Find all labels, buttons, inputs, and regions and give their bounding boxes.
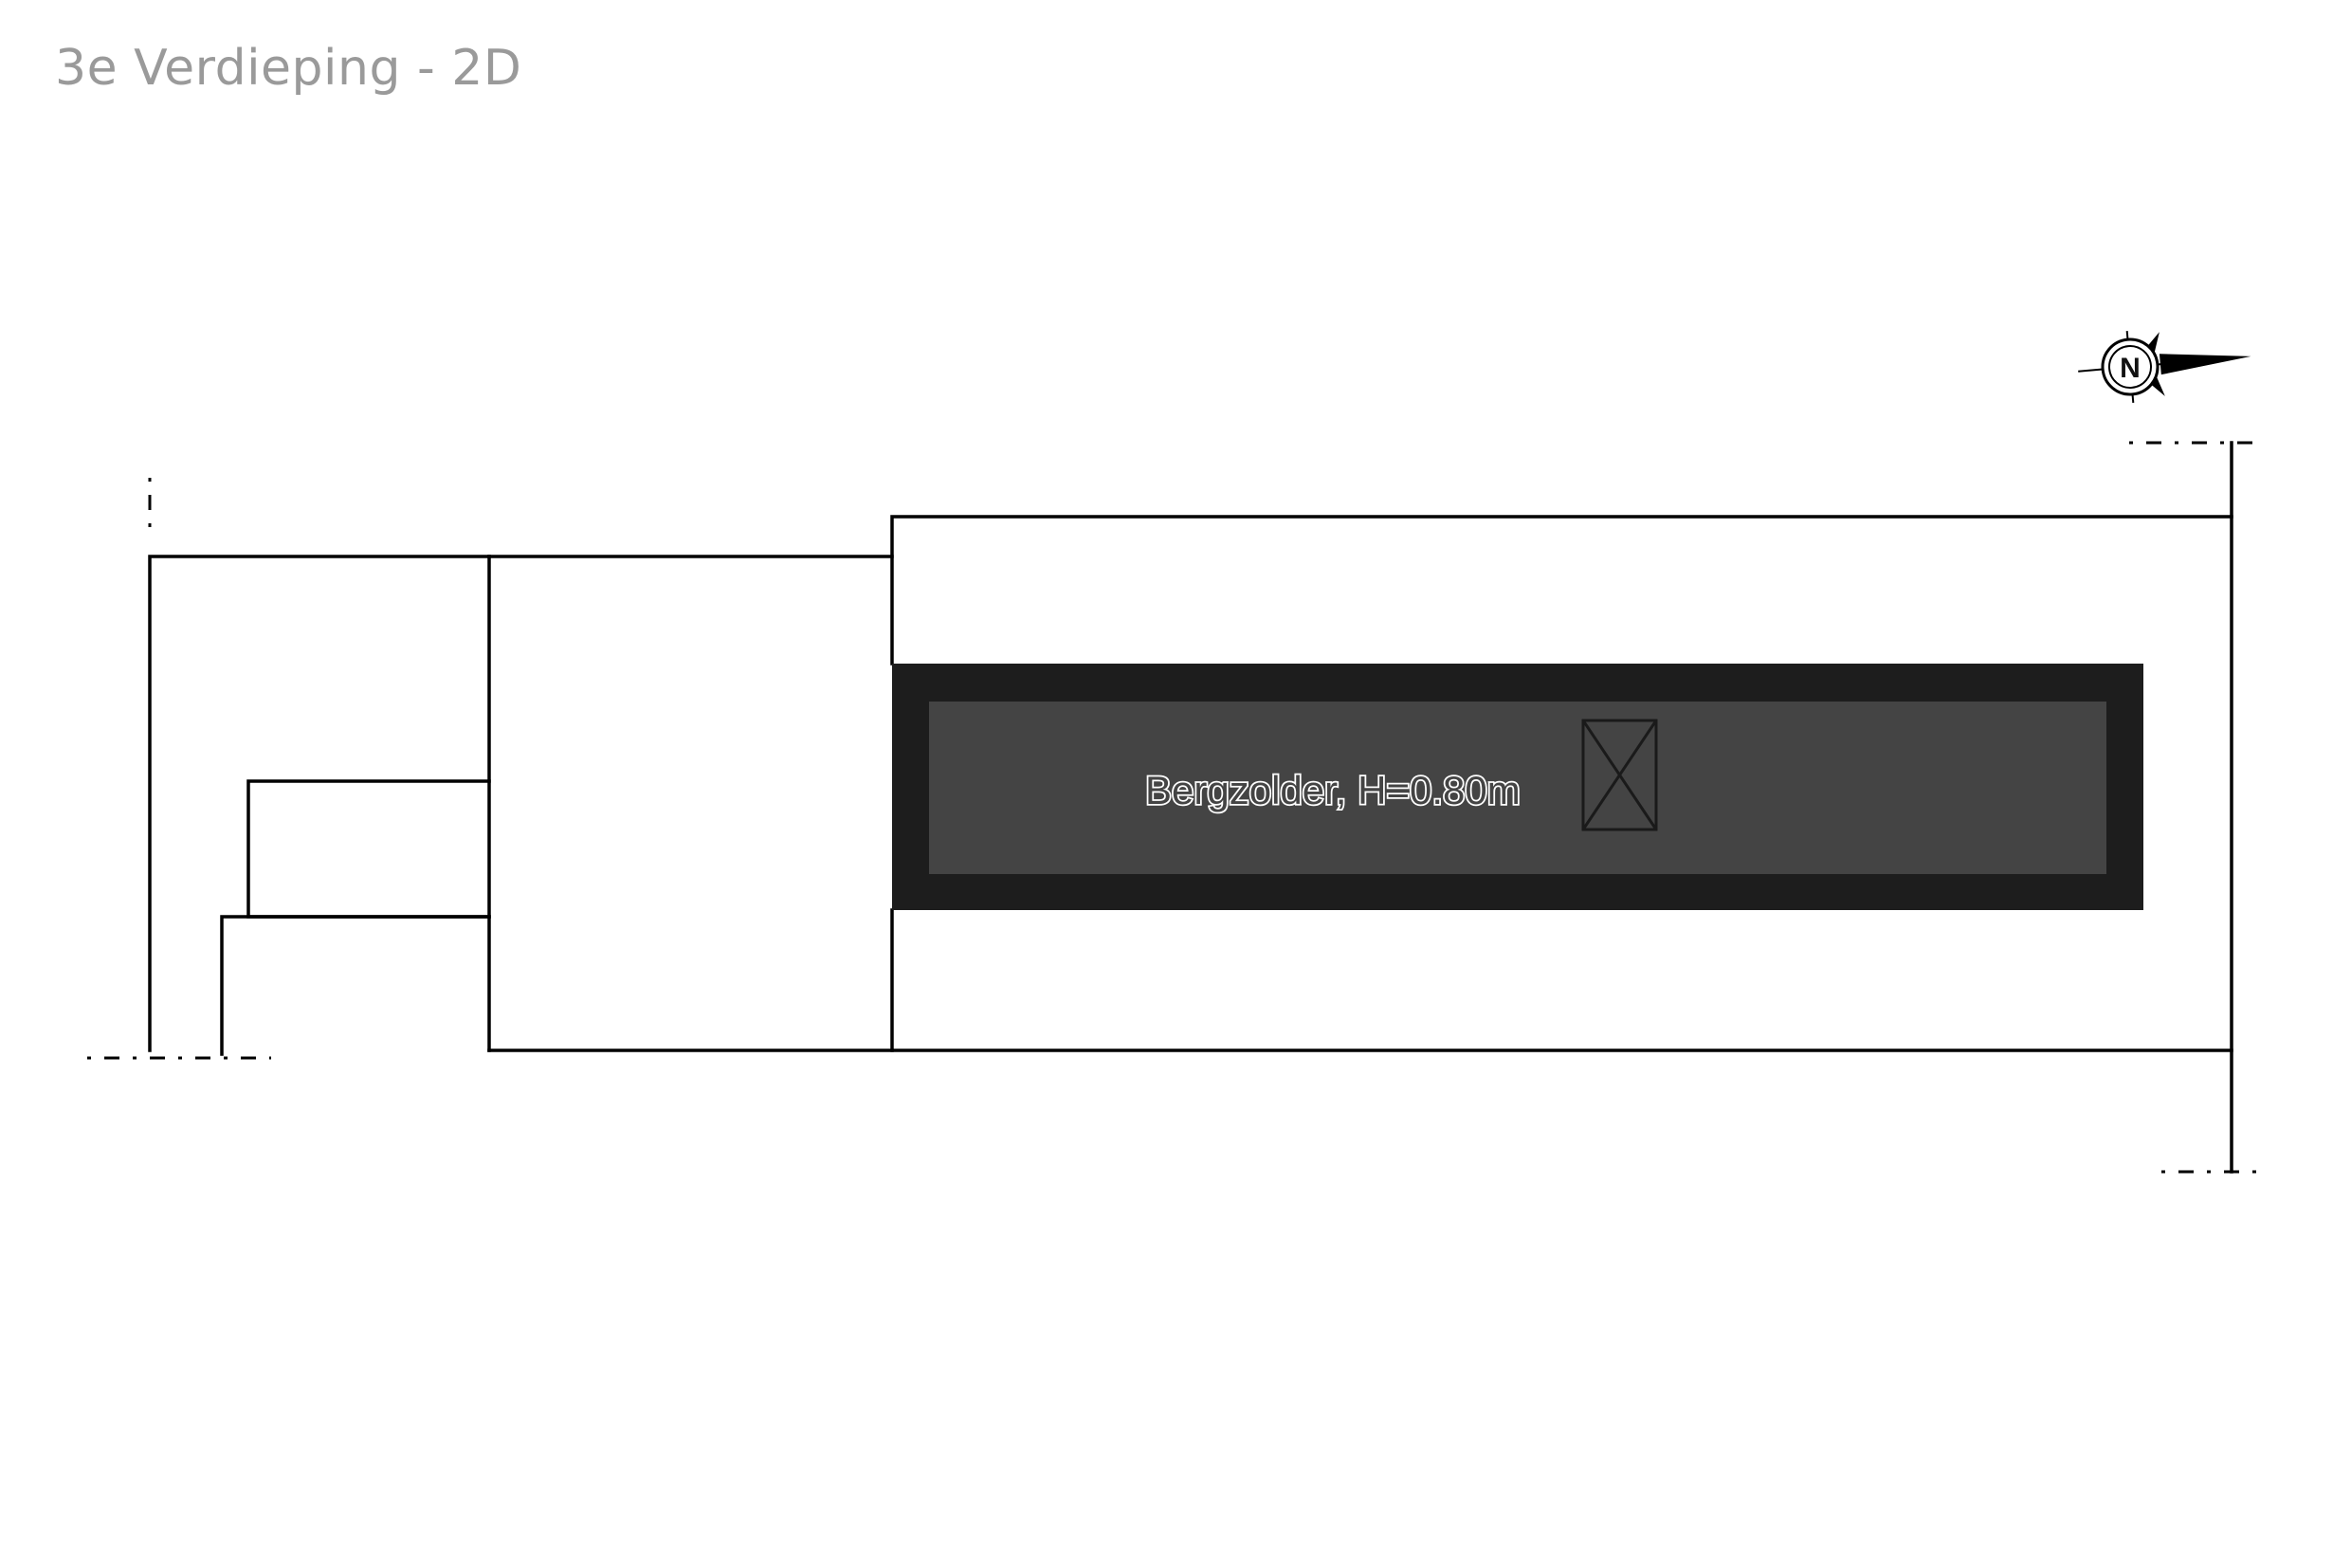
roof-hatch-icon: [1581, 719, 1658, 831]
wall-right-bottom: [890, 908, 2233, 1052]
room-label: Bergzolder, H=0.80m: [1145, 768, 1521, 812]
room-bergzolder: Bergzolder, H=0.80m: [892, 664, 2143, 910]
wall-right-top: [890, 515, 2233, 665]
room-floor: [929, 702, 2106, 874]
wall-left-wing: [148, 555, 491, 1052]
north-arrow-icon: N: [2078, 331, 2251, 403]
page-title: 3e Verdieping - 2D: [55, 40, 522, 97]
wall-step-lower: [220, 915, 491, 1056]
section-markers: [87, 441, 2262, 1174]
walls: [148, 441, 2233, 1174]
wall-step-upper: [246, 779, 491, 919]
north-letter: N: [2120, 353, 2141, 384]
